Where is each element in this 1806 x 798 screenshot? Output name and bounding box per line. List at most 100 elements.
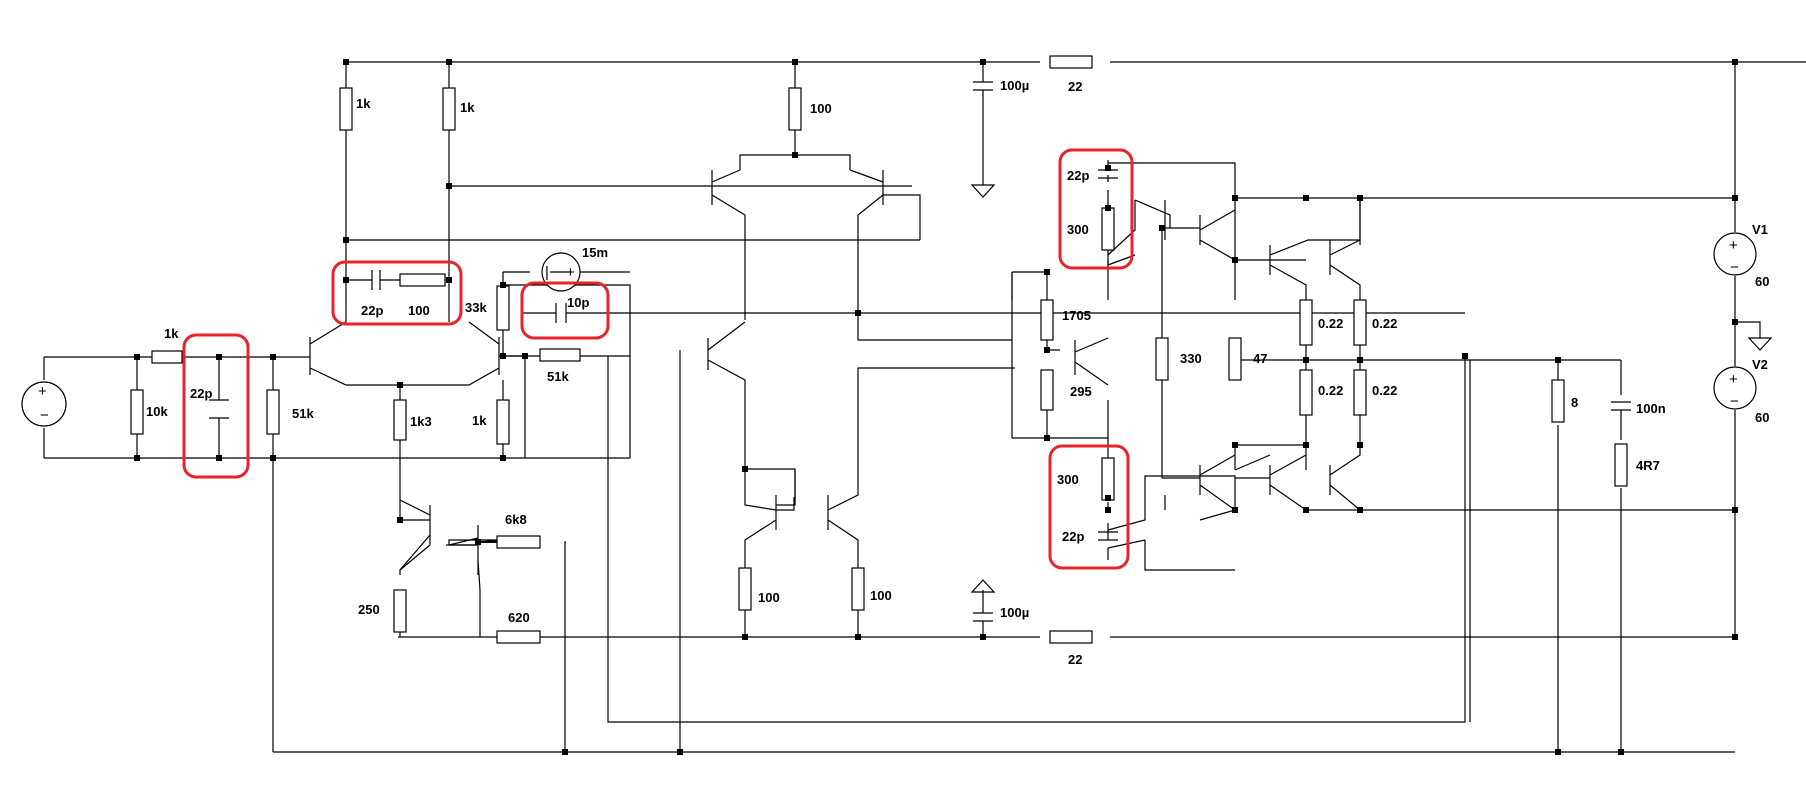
- v1-source-icon: [1713, 232, 1757, 276]
- label-c-comp: 22p: [361, 303, 383, 318]
- junction-dot: [1732, 507, 1738, 513]
- junction-dot: [343, 237, 349, 243]
- svg-text:−: −: [40, 407, 49, 424]
- junction-dot: [1555, 749, 1561, 755]
- label-r-zobel: 4R7: [1636, 458, 1660, 473]
- resistor: [151, 350, 183, 364]
- junction-dot: [1732, 319, 1738, 325]
- resistor: [1101, 457, 1115, 501]
- highlight-box: [331, 260, 463, 326]
- junction-dot: [134, 455, 140, 461]
- junction-dot: [1303, 195, 1309, 201]
- svg-text:+: +: [1729, 371, 1738, 388]
- junction-dot: [792, 59, 798, 65]
- junction-dot: [1303, 442, 1309, 448]
- junction-dot: [677, 749, 683, 755]
- label-r-comp: 100: [408, 303, 430, 318]
- label-r-tail: 1k3: [410, 414, 432, 429]
- resistor: [496, 535, 541, 549]
- junction-dot: [562, 749, 568, 755]
- junction-dot: [1618, 749, 1624, 755]
- label-r-rail-top: 22: [1068, 79, 1082, 94]
- label-v1-name: V1: [1752, 222, 1768, 237]
- junction-dot: [446, 59, 452, 65]
- capacitor: [555, 303, 567, 323]
- highlight-box: [1058, 148, 1134, 270]
- junction-dot: [1303, 357, 1309, 363]
- capacitors: [209, 81, 1631, 622]
- label-re-1: 0.22: [1318, 316, 1343, 331]
- label-r-load: 8: [1571, 395, 1578, 410]
- highlight-box: [182, 333, 250, 479]
- resistor: [1101, 207, 1115, 251]
- junction-dot: [216, 354, 222, 360]
- junction-dot: [1232, 195, 1238, 201]
- label-v2-val: 60: [1755, 410, 1769, 425]
- label-r-in: 1k: [164, 326, 179, 341]
- resistor: [1353, 299, 1367, 346]
- svg-text:+: +: [1729, 237, 1738, 254]
- svg-text:+: +: [566, 264, 575, 281]
- capacitor: [1611, 401, 1631, 411]
- label-r-rail-bot: 22: [1068, 652, 1082, 667]
- junction-dot: [742, 634, 748, 640]
- resistor: [399, 273, 446, 287]
- junction-dot: [980, 634, 986, 640]
- wires: [43, 61, 1806, 753]
- junction-dot: [1732, 195, 1738, 201]
- junction-dot: [1732, 634, 1738, 640]
- label-re-3: 0.22: [1318, 383, 1343, 398]
- resistor: [539, 348, 581, 362]
- label-c-dec-bot: 100µ: [1000, 605, 1029, 620]
- junction-dot: [855, 634, 861, 640]
- labels: 1k 10k 22p 51k 1k 1k 22p 100 33k 10p 15m…: [146, 78, 1769, 667]
- junction-dot: [1105, 205, 1111, 211]
- junction-dot: [522, 353, 528, 359]
- capacitor: [1098, 531, 1118, 541]
- label-i-source: 15m: [582, 245, 608, 260]
- resistor: [496, 285, 510, 331]
- junction-dot: [1555, 357, 1561, 363]
- label-c-dec-top: 100µ: [1000, 78, 1029, 93]
- junction-dot: [270, 455, 276, 461]
- label-r-6k8: 6k8: [505, 512, 527, 527]
- label-re-4: 0.22: [1372, 383, 1397, 398]
- resistor: [1614, 443, 1628, 487]
- label-r-fb-gnd: 1k: [472, 413, 487, 428]
- highlight-box: [1048, 444, 1130, 570]
- input-source-icon: [21, 381, 67, 427]
- label-r-vbe-bot: 295: [1070, 384, 1092, 399]
- svg-text:+: +: [38, 383, 47, 400]
- svg-text:−: −: [1730, 393, 1739, 410]
- resistor: [393, 399, 407, 441]
- label-r-fb: 51k: [547, 369, 569, 384]
- junction-dot: [216, 455, 222, 461]
- resistor: [1228, 337, 1242, 381]
- label-r-330: 330: [1180, 351, 1202, 366]
- resistor: [442, 87, 456, 131]
- resistor: [851, 567, 865, 611]
- label-c-drv-top: 22p: [1067, 168, 1089, 183]
- resistor: [1551, 379, 1565, 423]
- junction-dot: [792, 152, 798, 158]
- label-c-drv-bot: 22p: [1062, 529, 1084, 544]
- junction-dot: [1232, 507, 1238, 513]
- capacitor: [209, 399, 229, 419]
- junction-dot: [475, 539, 481, 545]
- junction-dot: [270, 354, 276, 360]
- resistor: [496, 399, 510, 445]
- junction-dot: [855, 310, 861, 316]
- junction-dot: [1159, 225, 1165, 231]
- label-r-lta-a: 1k: [356, 96, 371, 111]
- label-re-2: 0.22: [1372, 316, 1397, 331]
- junction-dot: [1732, 59, 1738, 65]
- label-r-620: 620: [508, 610, 530, 625]
- junction-dot: [397, 382, 403, 388]
- label-r-lta-b: 1k: [460, 100, 475, 115]
- label-r-33k: 33k: [465, 300, 487, 315]
- capacitor: [371, 270, 381, 290]
- label-r-vbe-top: 1705: [1062, 308, 1091, 323]
- label-c-10p: 10p: [567, 295, 589, 310]
